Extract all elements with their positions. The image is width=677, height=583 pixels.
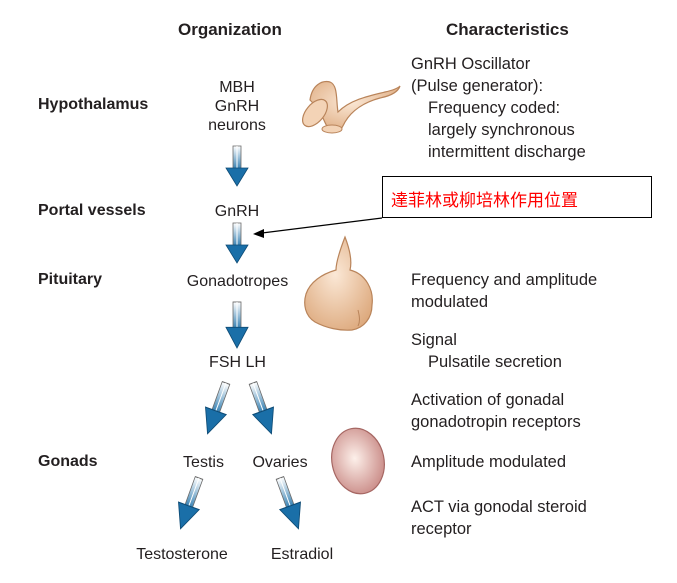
callout-pointer-line xyxy=(261,217,383,234)
arrow-hormones-to-ovaries xyxy=(242,378,283,439)
portal-gnrh: GnRH xyxy=(214,203,260,220)
level-portal-vessels: Portal vessels xyxy=(38,202,146,219)
hypothalamus-neurons: MBH GnRH neurons xyxy=(197,78,277,135)
level-pituitary: Pituitary xyxy=(38,271,103,288)
hypothalamus-line: GnRH xyxy=(214,98,260,115)
callout-box: 達菲林或柳培林作用位置 xyxy=(382,176,652,218)
char-pituitary: Frequency and amplitude modulated xyxy=(411,269,597,313)
hypothalamus-line: MBH xyxy=(219,79,255,96)
char-line: Frequency coded: xyxy=(428,99,561,117)
arrow-ovaries-to-estradiol xyxy=(269,473,310,534)
char-signal: Signal Pulsatile secretion xyxy=(411,329,562,373)
callout-text: 達菲林或柳培林作用位置 xyxy=(391,191,578,211)
gonad-ovaries: Ovaries xyxy=(252,454,308,471)
char-line: (Pulse generator): xyxy=(411,77,544,95)
char-line: modulated xyxy=(411,293,489,311)
char-line: gonadotropin receptors xyxy=(411,413,581,431)
char-line: Amplitude modulated xyxy=(411,453,567,471)
hypothalamus-line: neurons xyxy=(208,117,266,134)
level-gonads: Gonads xyxy=(38,453,98,470)
pituitary-illustration xyxy=(304,235,373,331)
char-line: Frequency and amplitude xyxy=(411,271,598,289)
char-activation: Activation of gonadal gonadotropin recep… xyxy=(411,389,581,433)
arrow-hypothalamus-to-portal xyxy=(225,145,249,187)
organization-header: Organization xyxy=(178,20,282,39)
hormones-fsh-lh: FSH LH xyxy=(209,354,266,371)
char-line: Pulsatile secretion xyxy=(428,353,562,371)
char-line: Signal xyxy=(411,331,457,349)
arrow-portal-to-pituitary xyxy=(225,222,249,264)
char-gonads: Amplitude modulated xyxy=(411,451,566,473)
hypothalamus-illustration xyxy=(302,80,401,134)
char-line: Activation of gonadal xyxy=(411,391,565,409)
characteristics-header: Characteristics xyxy=(446,20,569,39)
callout-pointer-head xyxy=(253,229,264,238)
steroid-testosterone: Testosterone xyxy=(136,546,228,563)
arrow-hormones-to-testis xyxy=(196,378,237,439)
ovary-illustration xyxy=(331,427,385,495)
char-hypothalamus: GnRH Oscillator (Pulse generator): Frequ… xyxy=(411,53,586,163)
char-line: ACT via gonodal steroid xyxy=(411,498,587,516)
char-line: receptor xyxy=(411,520,472,538)
char-line: intermittent discharge xyxy=(428,143,586,161)
char-line: largely synchronous xyxy=(428,121,575,139)
arrow-testis-to-testosterone xyxy=(169,473,210,534)
pituitary-gonadotropes: Gonadotropes xyxy=(186,273,289,290)
gonad-testis: Testis xyxy=(183,454,224,471)
char-act: ACT via gonodal steroid receptor xyxy=(411,496,587,540)
char-line: GnRH Oscillator xyxy=(411,55,531,73)
arrow-pituitary-to-hormones xyxy=(225,301,249,349)
steroid-estradiol: Estradiol xyxy=(270,546,334,563)
level-hypothalamus: Hypothalamus xyxy=(38,96,149,113)
